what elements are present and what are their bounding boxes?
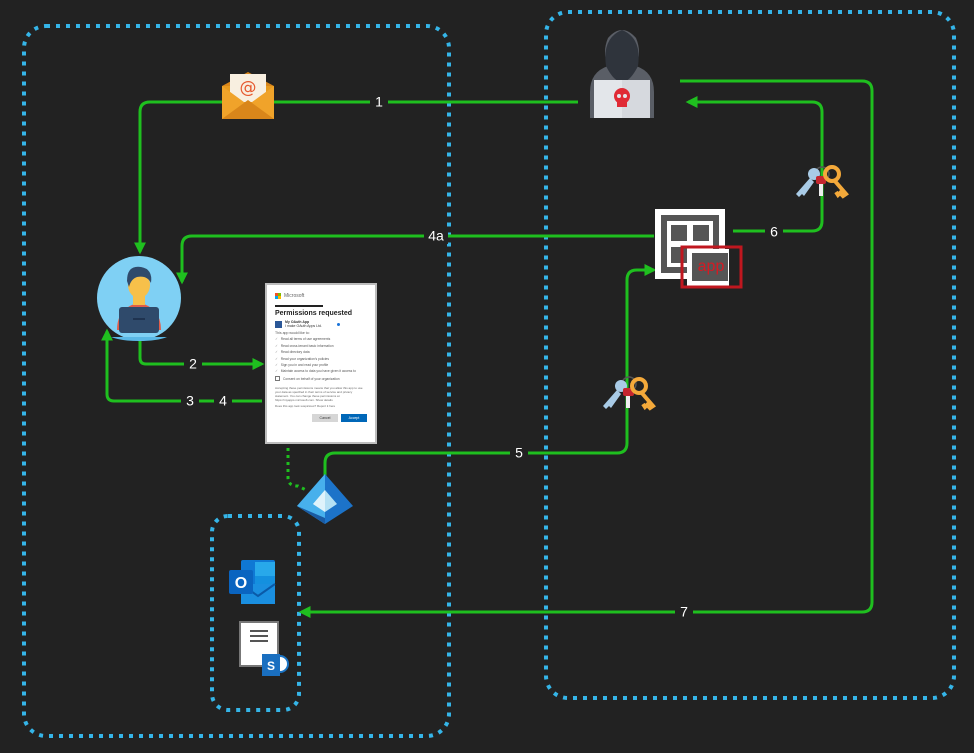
flow-step-1 [134,100,578,255]
step-label-6: 6 [770,224,778,240]
zone-victim-data [210,514,301,712]
outlook-icon: O [229,560,276,604]
permission-item: Read your organization's policies [275,357,367,361]
flow-consent-to-idp [286,448,307,492]
zone-attacker-infrastructure [544,10,956,700]
step-label-2: 2 [189,356,197,372]
user-at-laptop-icon [97,256,181,341]
app-icon [275,320,282,328]
permissions-intro: This app would like to: [275,331,310,335]
zone-victim-tenant [22,24,451,738]
permission-item: Sign you in and read your profile [275,363,367,367]
svg-text:S: S [267,659,275,673]
permission-item: Read cross-tenant basic information [275,344,367,348]
flow-step-2 [138,340,265,370]
fine-print: Accepting these permissions means that y… [275,386,363,403]
app-label: app [698,258,725,275]
brand-name: Microsoft [284,293,305,299]
step-labels: 1 2 3 4 4a 5 6 7 [181,94,783,620]
step-label-1: 1 [375,94,383,110]
verified-publisher-icon [336,322,340,326]
permission-item: Read all terms of use agreements [275,337,367,341]
microsoft-brand: Microsoft [275,293,367,299]
report-link[interactable]: Does this app look suspicious? Report it… [275,404,336,409]
email-envelope-at-icon: @ [222,72,274,119]
azure-ad-pyramid-icon [297,474,353,524]
svg-text:O: O [235,575,247,592]
accept-button[interactable]: Accept [341,414,367,423]
consent-dialog: Microsoft Permissions requested My OAuth… [265,283,377,444]
permission-item: Read directory data [275,350,367,354]
svg-text:@: @ [240,78,257,98]
flow-step-7 [298,79,874,618]
flow-step-4a [176,234,654,285]
app-registration-icon: app [655,209,743,289]
step-label-4: 4 [219,393,227,409]
permission-item: Maintain access to data you have given i… [275,369,367,373]
dialog-title: Permissions requested [275,310,353,317]
keys-icon [796,165,849,199]
flow-step-5 [323,264,657,478]
consent-org-checkbox[interactable]: Consent on behalf of your organization [275,376,367,382]
redacted-account [275,305,323,307]
keys-icon [603,376,656,411]
step-label-3: 3 [186,393,194,409]
step-label-4a: 4a [428,228,444,244]
step-label-7: 7 [680,604,688,620]
cancel-button[interactable]: Cancel [312,414,338,423]
hooded-hacker-laptop-skull-icon [590,30,654,118]
step-label-5: 5 [515,445,523,461]
flow-step-3-4 [101,328,262,403]
microsoft-logo-icon [275,293,281,299]
sharepoint-document-icon: S [239,621,289,676]
